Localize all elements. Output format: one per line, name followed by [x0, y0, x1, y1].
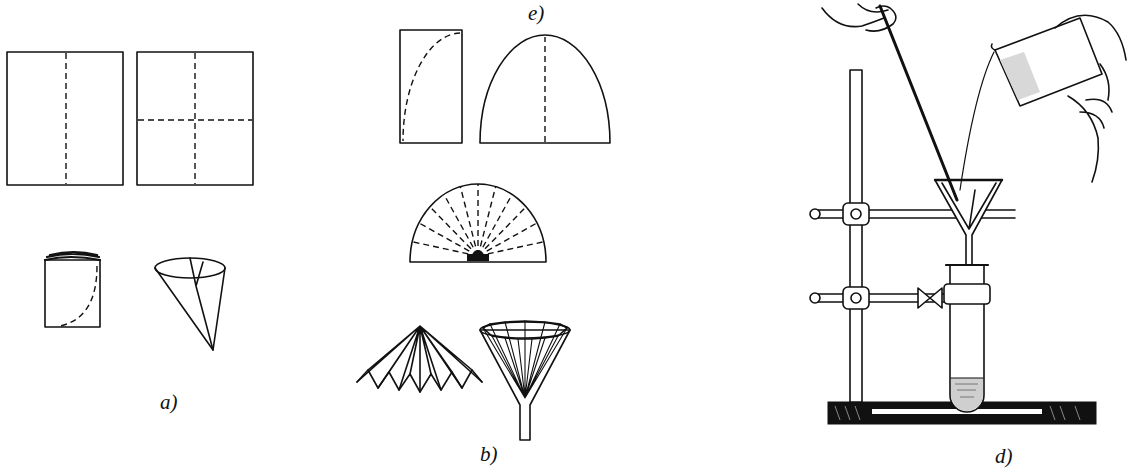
test-tube [944, 284, 990, 304]
glass-funnel [942, 183, 996, 229]
test-tube [951, 377, 983, 378]
right-hand [1055, 15, 1126, 182]
paper-cone [155, 268, 225, 350]
funnel-with-fluted-paper [480, 321, 570, 440]
beaker [991, 44, 995, 50]
glass-rod [880, 6, 957, 200]
test-tube [944, 265, 990, 412]
paper-semicircle [544, 37, 545, 142]
beaker [960, 52, 994, 190]
paper-sheet [65, 53, 66, 184]
beaker [995, 18, 1102, 106]
paper-sheet [137, 52, 253, 185]
folded-paper [60, 266, 97, 326]
folded-paper [45, 260, 100, 327]
pleated-semicircle [410, 184, 546, 262]
beaker [1000, 52, 1040, 100]
folded-paper [45, 252, 100, 260]
left-hand [822, 4, 896, 31]
upper-clamp [810, 209, 820, 219]
paper-sheet [7, 52, 123, 185]
upper-clamp [851, 209, 861, 219]
paper-sheet [400, 30, 462, 143]
lower-clamp [851, 293, 861, 303]
paper-semicircle [480, 35, 610, 143]
glass-funnel [935, 179, 1002, 181]
pleated-semicircle [412, 184, 543, 256]
pleated-fan [357, 326, 482, 392]
beaker [960, 18, 1102, 190]
funnel-with-fluted-paper [483, 321, 567, 398]
paper-sheet [7, 52, 123, 185]
paper-cone [155, 258, 225, 350]
paper-sheet [137, 52, 253, 185]
lower-clamp [843, 287, 869, 309]
left-hand [822, 4, 896, 31]
stand-rod [850, 70, 862, 402]
panel-label: d) [993, 444, 1015, 468]
pleated-fan [357, 326, 482, 392]
paper-sheet [400, 30, 462, 143]
test-tube [955, 384, 978, 397]
panel-label: b) [478, 442, 500, 466]
glass-rod [880, 6, 957, 200]
lower-clamp [918, 288, 942, 308]
folded-paper [45, 252, 100, 327]
pleated-semicircle [467, 254, 489, 261]
paper-semicircle [480, 35, 610, 143]
paper-sheet [138, 119, 252, 120]
right-hand [1055, 15, 1126, 182]
paper-sheet [403, 33, 460, 141]
lower-clamp [810, 287, 944, 309]
panel-label: e) [526, 1, 546, 25]
upper-clamp [843, 203, 869, 225]
paper-sheet [194, 53, 195, 184]
test-tube [951, 378, 983, 411]
paper-cone [190, 258, 213, 350]
test-tube [946, 264, 988, 266]
panel-label: a) [158, 390, 180, 414]
pleated-semicircle [410, 184, 546, 262]
lower-clamp [810, 293, 820, 303]
stand-rod [850, 70, 862, 402]
